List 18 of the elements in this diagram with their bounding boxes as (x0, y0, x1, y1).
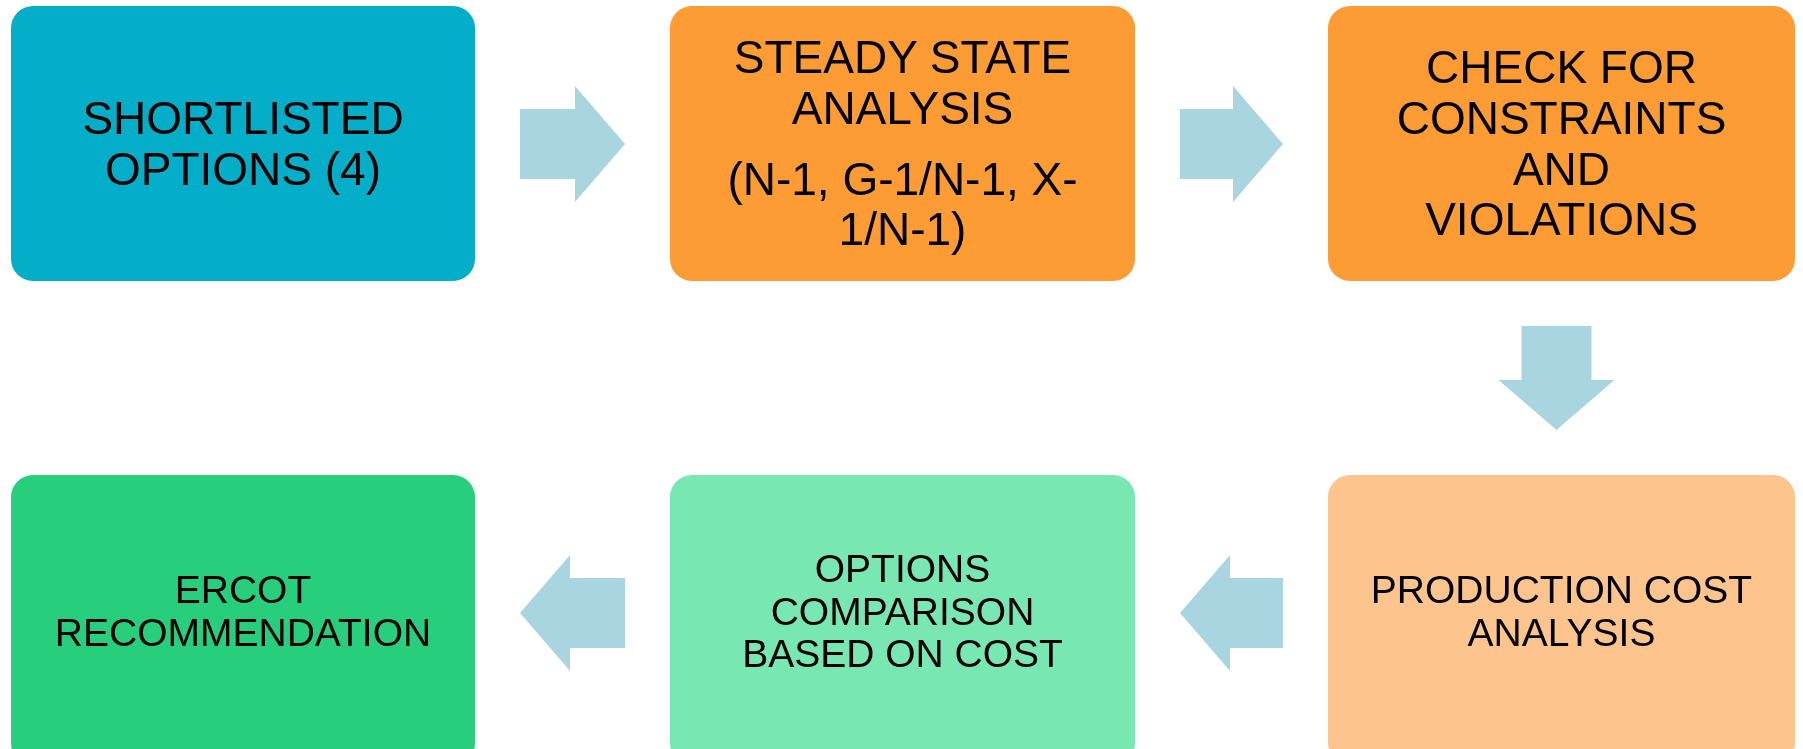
box-text: SHORTLISTED OPTIONS (4) (81, 92, 405, 195)
box-text: OPTIONS COMPARISON BASED ON COST (741, 547, 1064, 677)
process-box (11, 6, 475, 281)
process-box (1328, 475, 1795, 749)
process-box (670, 6, 1135, 281)
block-arrow (1498, 326, 1615, 430)
block-arrow (520, 86, 625, 202)
process-box (670, 475, 1135, 749)
block-arrow (520, 555, 625, 671)
box-text: (N-1, G-1/N-1, X-1/N-1) (726, 153, 1079, 255)
box-text: PRODUCTION COST ANALYSIS (1369, 569, 1754, 655)
process-box (1328, 6, 1795, 281)
block-arrow (1180, 555, 1283, 671)
box-text: ERCOT RECOMMENDATION (53, 569, 433, 655)
process-box (11, 475, 475, 749)
block-arrow (1180, 86, 1283, 202)
box-text: STEADY STATE ANALYSIS (732, 32, 1073, 134)
box-text: CHECK FOR CONSTRAINTS AND VIOLATIONS (1395, 42, 1728, 245)
